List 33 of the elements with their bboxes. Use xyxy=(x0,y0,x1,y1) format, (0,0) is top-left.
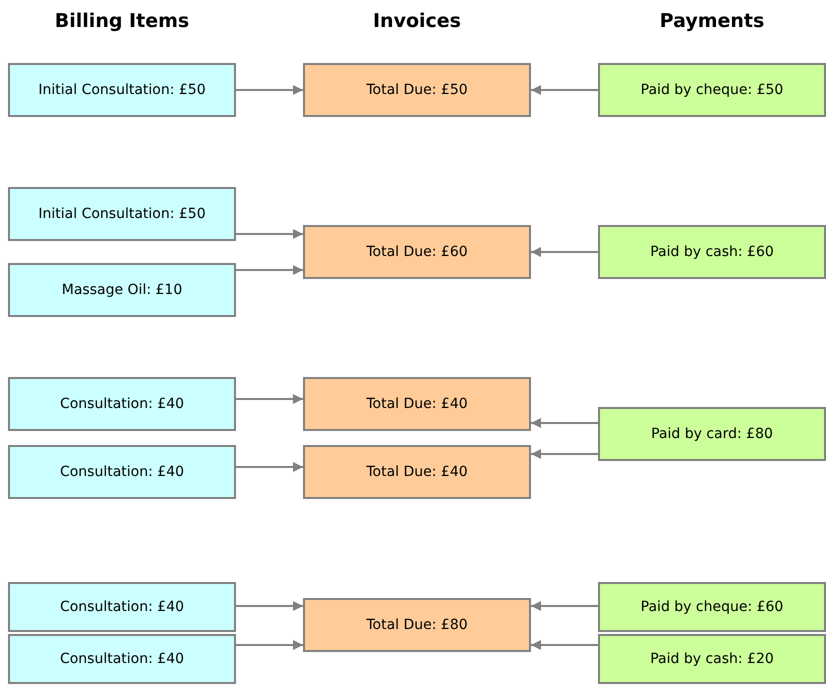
arrow xyxy=(236,394,303,404)
payment-box: Paid by cheque: £50 xyxy=(598,63,826,117)
arrow xyxy=(531,247,598,257)
arrow xyxy=(531,418,598,428)
arrow xyxy=(531,449,598,459)
column-heading: Payments xyxy=(658,10,766,32)
payment-box: Paid by card: £80 xyxy=(598,407,826,461)
billing-item-box: Consultation: £40 xyxy=(8,634,236,684)
billing-item-box: Initial Consultation: £50 xyxy=(8,187,236,241)
column-heading: Billing Items xyxy=(54,10,190,32)
invoice-box: Total Due: £40 xyxy=(303,445,531,499)
arrow xyxy=(531,85,598,95)
arrow xyxy=(236,640,303,650)
column-heading: Invoices xyxy=(372,10,462,32)
billing-item-box: Massage Oil: £10 xyxy=(8,263,236,317)
arrow xyxy=(236,229,303,239)
invoice-box: Total Due: £50 xyxy=(303,63,531,117)
arrow xyxy=(236,85,303,95)
billing-item-box: Consultation: £40 xyxy=(8,445,236,499)
billing-item-box: Consultation: £40 xyxy=(8,582,236,632)
billing-item-box: Consultation: £40 xyxy=(8,377,236,431)
invoice-box: Total Due: £60 xyxy=(303,225,531,279)
payment-box: Paid by cash: £60 xyxy=(598,225,826,279)
arrow xyxy=(531,640,598,650)
payment-box: Paid by cheque: £60 xyxy=(598,582,826,632)
arrow xyxy=(236,265,303,275)
arrow xyxy=(531,601,598,611)
payment-box: Paid by cash: £20 xyxy=(598,634,826,684)
invoice-box: Total Due: £40 xyxy=(303,377,531,431)
invoice-box: Total Due: £80 xyxy=(303,598,531,652)
arrow xyxy=(236,462,303,472)
billing-item-box: Initial Consultation: £50 xyxy=(8,63,236,117)
arrow xyxy=(236,601,303,611)
